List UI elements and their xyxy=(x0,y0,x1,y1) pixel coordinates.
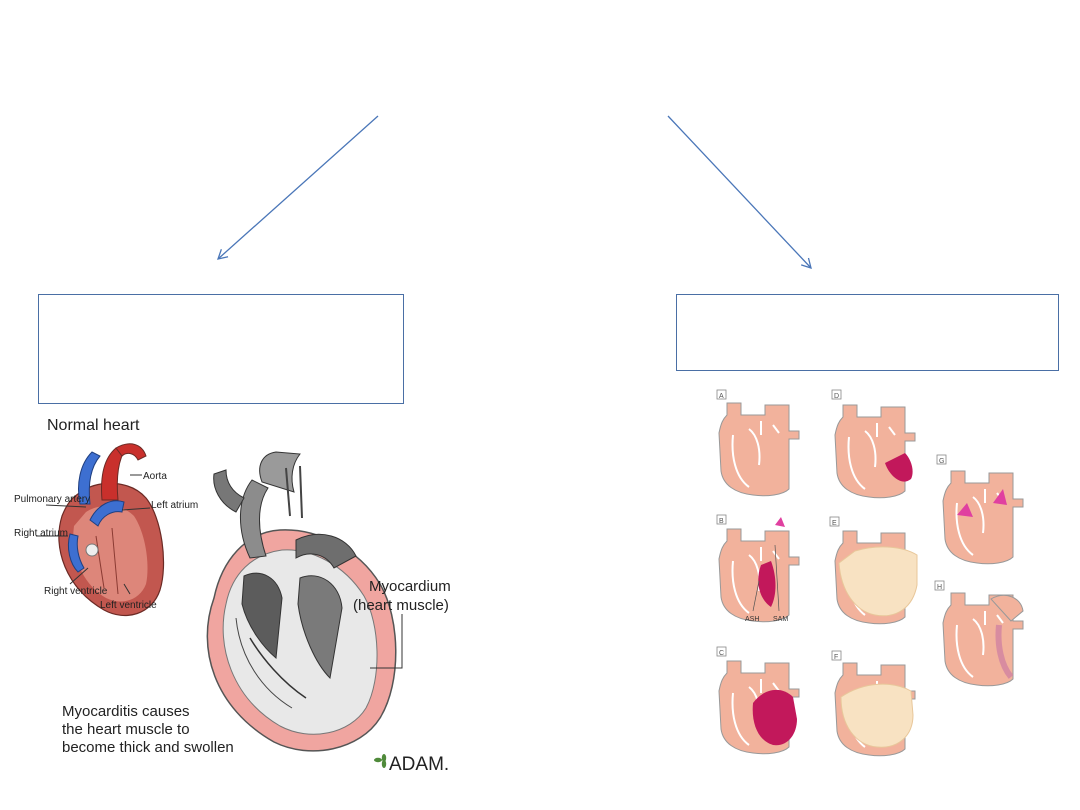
panel-d: D xyxy=(831,389,916,499)
svg-text:G: G xyxy=(939,458,944,465)
normal-heart-drawing xyxy=(58,443,165,617)
panel-a: A xyxy=(716,389,800,497)
svg-text:F: F xyxy=(834,654,838,661)
label-left-atrium: Left atrium xyxy=(151,500,198,511)
panel-e: E xyxy=(829,516,918,625)
label-left-ventricle: Left ventricle xyxy=(100,600,157,611)
left-text-box[interactable] xyxy=(38,294,404,404)
left-arrow xyxy=(217,115,379,260)
panel-c: C xyxy=(716,646,800,755)
svg-text:A: A xyxy=(719,393,724,400)
svg-text:B: B xyxy=(719,518,724,525)
panel-g: G xyxy=(936,454,1024,565)
svg-text:ADAM.: ADAM. xyxy=(389,754,449,775)
label-right-ventricle: Right ventricle xyxy=(44,586,108,597)
svg-text:E: E xyxy=(832,520,837,527)
panel-h: H xyxy=(934,580,1024,687)
myocarditis-heart-drawing xyxy=(206,451,397,752)
label-right-atrium: Right atrium xyxy=(14,528,68,539)
panel-b: B ASH SAM xyxy=(716,514,800,623)
panel-f: F xyxy=(831,650,916,757)
label-pulmonary-artery: Pulmonary artery xyxy=(14,494,90,505)
leaf-icon xyxy=(374,754,387,768)
label-aorta: Aorta xyxy=(143,471,167,482)
label-heart-muscle: (heart muscle) xyxy=(353,597,449,614)
right-text-box[interactable] xyxy=(676,294,1059,371)
label-ash: ASH xyxy=(745,616,759,623)
right-arrow xyxy=(667,115,812,269)
myocarditis-caption: Myocarditis causes the heart muscle to b… xyxy=(62,703,234,756)
normal-heart-title: Normal heart xyxy=(47,417,140,434)
label-myocardium: Myocardium xyxy=(369,578,451,595)
svg-text:H: H xyxy=(937,584,942,591)
svg-text:C: C xyxy=(719,650,724,657)
cardiomyopathy-panels: A D G B ASH SAM E H xyxy=(716,389,1024,757)
myocarditis-illustration: Normal heart Aorta Pulmonary artery Left… xyxy=(14,417,451,775)
adam-logo: ADAM. xyxy=(374,754,449,775)
svg-text:D: D xyxy=(834,393,839,400)
label-sam: SAM xyxy=(773,616,788,623)
